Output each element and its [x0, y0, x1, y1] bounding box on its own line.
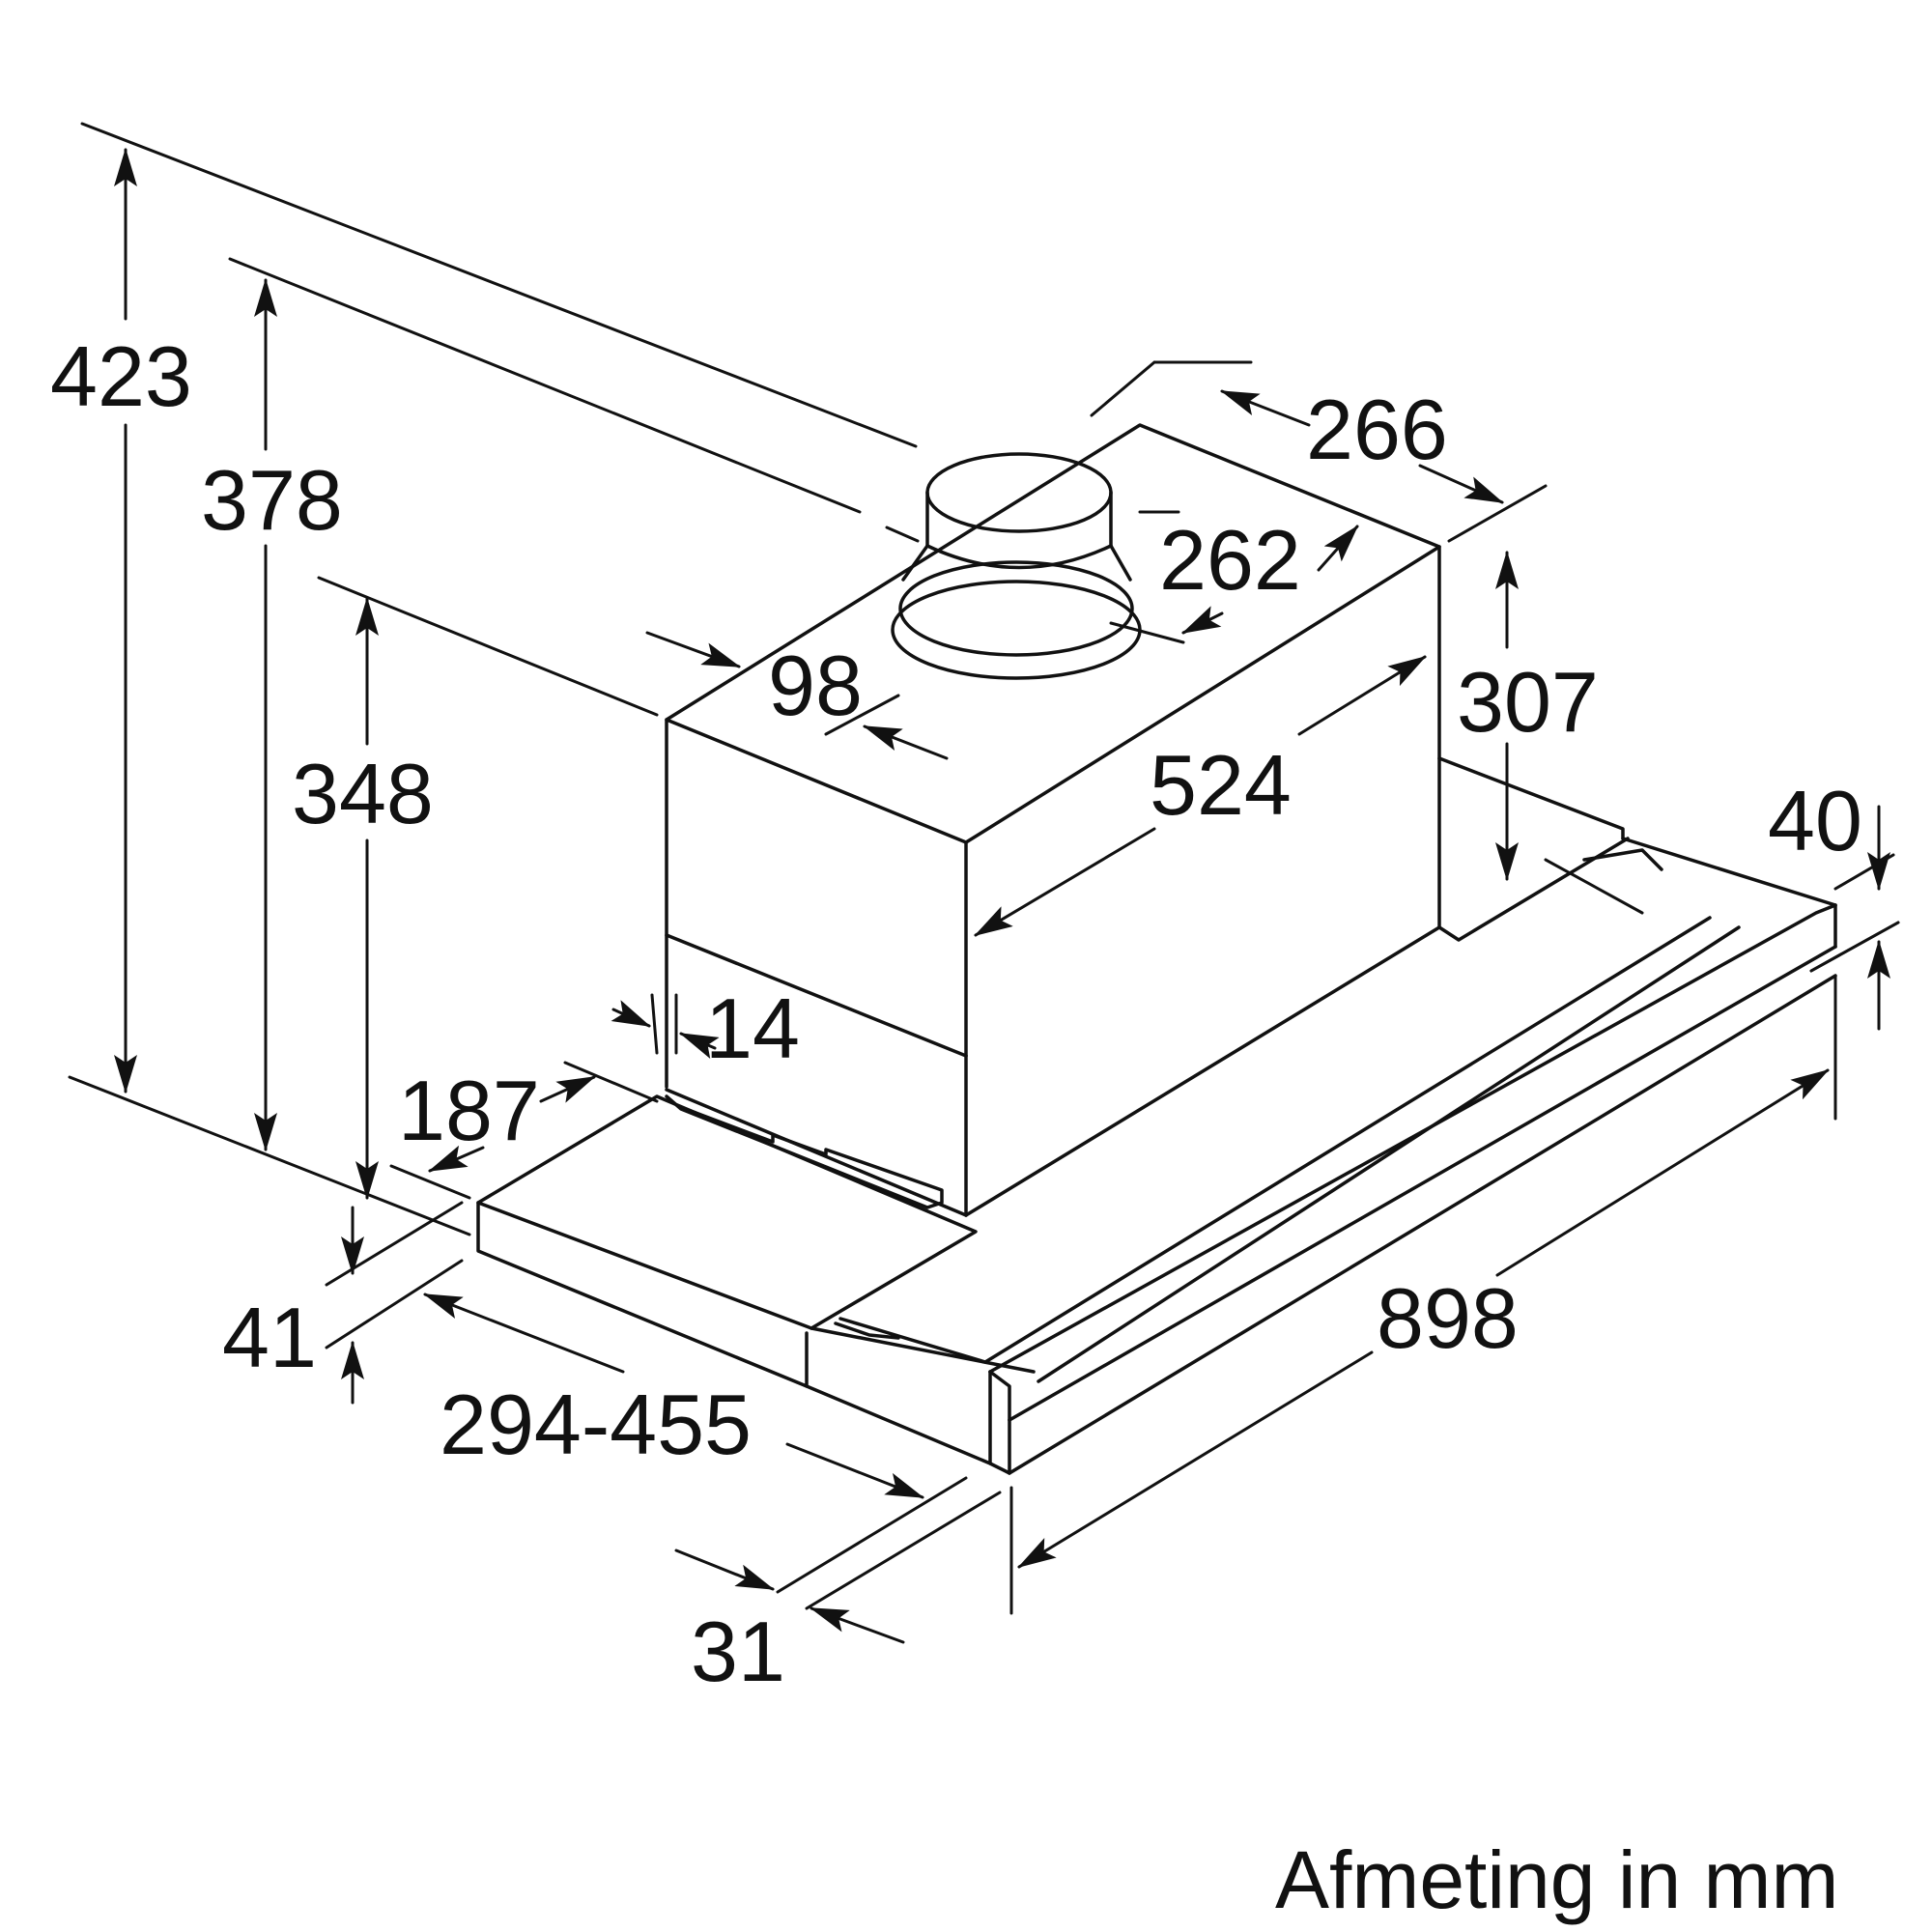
label-378: 378	[201, 452, 343, 548]
arrow-294-right	[785, 1442, 924, 1499]
arrow-31-in	[674, 1548, 775, 1591]
panel-bottom-line	[805, 1384, 992, 1465]
label-187: 187	[398, 1063, 540, 1158]
grip-slots	[665, 1094, 944, 1209]
box-top-face	[665, 423, 1441, 844]
arrow-98-in	[645, 631, 741, 668]
label-898: 898	[1377, 1270, 1519, 1366]
right-slot	[1582, 848, 1663, 871]
arrow-898-left	[1017, 1350, 1374, 1569]
arrow-14-in	[611, 1000, 651, 1028]
rail-1	[983, 916, 1712, 1364]
ext-top-378	[228, 257, 862, 514]
arrow-294-left	[423, 1293, 625, 1374]
hood-outline	[665, 423, 1441, 1217]
frame-front-bottom	[1008, 974, 1837, 1475]
box-seam-front	[665, 933, 968, 1058]
label-524: 524	[1150, 737, 1292, 833]
ext-266-left	[1090, 360, 1253, 417]
frame-front-mid	[1008, 945, 1837, 1422]
arrow-262-up	[1317, 525, 1359, 572]
ext-41-bottom	[325, 1259, 464, 1350]
panel-front	[476, 1201, 809, 1388]
label-14: 14	[705, 980, 800, 1076]
panel-top-right	[810, 1326, 1036, 1374]
ext-top-423	[80, 122, 918, 448]
panel-top-back	[838, 1317, 987, 1364]
ext-bottom-187	[389, 1164, 471, 1200]
label-307: 307	[1457, 654, 1599, 750]
label-31: 31	[691, 1604, 785, 1699]
arrow-31-out	[810, 1606, 905, 1644]
ext-262-bottom	[1109, 621, 1185, 644]
collar-sides	[925, 491, 1113, 548]
label-423: 423	[50, 328, 192, 424]
arrow-187-down	[428, 1145, 485, 1173]
arrow-266-right	[1418, 464, 1504, 504]
ext-40-top	[1544, 858, 1644, 915]
hood-lower	[476, 756, 1837, 1475]
collar-lower-arc	[925, 544, 1113, 570]
arrow-262-down	[1181, 606, 1224, 635]
ext-top-187	[563, 1061, 659, 1103]
ext-bottom-423	[68, 1075, 471, 1236]
panel-slot-2	[834, 1321, 900, 1340]
ext-top-378-tail	[885, 526, 920, 543]
ext-14-left	[650, 993, 659, 1055]
right-ledge	[1437, 756, 1625, 840]
label-262: 262	[1159, 512, 1301, 608]
units-caption: Afmeting in mm	[1275, 1834, 1839, 1925]
arrow-98-out	[863, 724, 949, 760]
label-40: 40	[1768, 773, 1862, 868]
label-348: 348	[292, 746, 434, 841]
ext-266-right	[1447, 484, 1548, 543]
box-bottom-right	[964, 925, 1441, 1217]
arrow-524-up	[1297, 655, 1427, 736]
ext-31-right	[805, 1491, 1002, 1610]
ext-98-left	[824, 694, 900, 736]
arrow-524-down	[974, 827, 1156, 937]
collar-flange-ellipse	[891, 580, 1142, 680]
collar-flare	[901, 544, 1132, 582]
arrow-266-left	[1220, 389, 1311, 427]
extension-lines	[68, 122, 1900, 1615]
dimension-labels: 423 378 348 266 262 98 307 524 40 14 187…	[50, 328, 1862, 1699]
frame-front-top	[988, 903, 1837, 1374]
label-266: 266	[1306, 382, 1448, 477]
collar-base-ellipse	[898, 560, 1134, 657]
frame-left-cap	[988, 1370, 1011, 1475]
label-41: 41	[222, 1290, 317, 1385]
collar-top-ellipse	[925, 452, 1113, 533]
label-98: 98	[768, 638, 863, 733]
duct-collar	[891, 452, 1142, 680]
ext-31-left	[776, 1476, 968, 1594]
frame-cap-face	[988, 1370, 1011, 1422]
panel-top	[476, 1094, 978, 1330]
label-294-455: 294-455	[440, 1377, 752, 1472]
arrow-14-out	[679, 1032, 720, 1059]
rail-2	[1037, 925, 1741, 1383]
arrow-898-right	[1495, 1068, 1830, 1277]
ext-40-bottom-2	[1809, 921, 1900, 973]
ext-top-348	[317, 576, 659, 717]
dimension-arrows	[114, 148, 1890, 1644]
frame-back-top	[1621, 837, 1837, 907]
arrow-187-up	[539, 1075, 596, 1103]
